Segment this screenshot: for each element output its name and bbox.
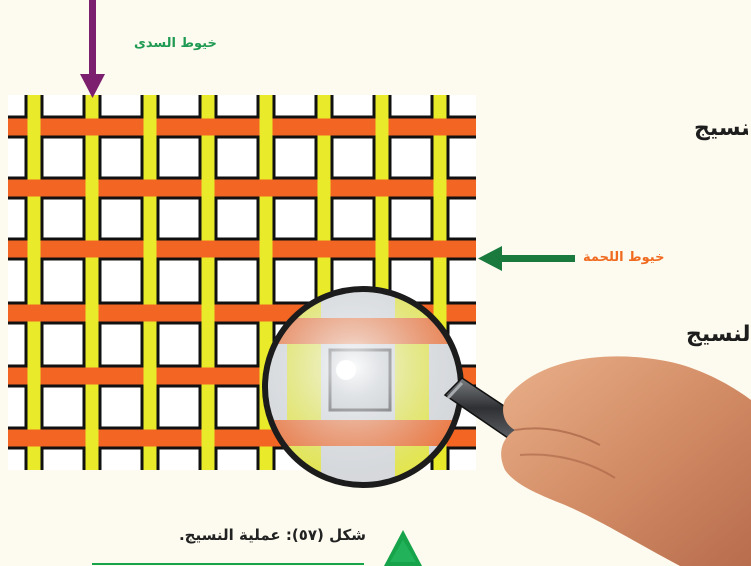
warp-over-crossing xyxy=(375,115,389,139)
warp-over-crossing xyxy=(143,115,157,139)
arrow-down-icon xyxy=(80,0,105,98)
arrow-left-icon xyxy=(478,246,575,271)
warp-threads-label: خيوط السدى xyxy=(134,36,217,51)
weft-threads-label: خيوط اللحمة xyxy=(583,250,665,265)
warp-thread xyxy=(201,95,215,470)
heading-mid-fragment: النسيج xyxy=(685,322,751,347)
triangle-icon xyxy=(384,530,422,566)
warp-thread xyxy=(27,95,41,470)
warp-over-crossing xyxy=(201,301,215,325)
caption-underline xyxy=(92,563,364,565)
warp-over-crossing xyxy=(27,364,41,388)
magnified-detail xyxy=(265,289,461,485)
warp-over-crossing xyxy=(143,237,157,261)
warp-over-crossing xyxy=(317,176,331,200)
warp-over-crossing xyxy=(27,115,41,139)
hand-holding-magnifier xyxy=(501,356,751,566)
weft-thread xyxy=(8,179,476,197)
warp-over-crossing xyxy=(85,301,99,325)
warp-over-crossing xyxy=(201,176,215,200)
warp-thread xyxy=(143,95,157,470)
warp-thread xyxy=(85,95,99,470)
warp-over-crossing xyxy=(85,426,99,450)
weft-thread xyxy=(8,118,476,136)
warp-over-crossing xyxy=(375,237,389,261)
heading-top-fragment: النسيج xyxy=(693,116,751,141)
figure-caption: شكل (٥٧): عملية النسيج. xyxy=(178,526,366,544)
warp-over-crossing xyxy=(259,237,273,261)
weft-thread xyxy=(8,240,476,258)
warp-over-crossing xyxy=(143,364,157,388)
warp-over-crossing xyxy=(27,237,41,261)
warp-over-crossing xyxy=(259,115,273,139)
warp-over-crossing xyxy=(201,426,215,450)
warp-over-crossing xyxy=(85,176,99,200)
warp-over-crossing xyxy=(433,176,447,200)
